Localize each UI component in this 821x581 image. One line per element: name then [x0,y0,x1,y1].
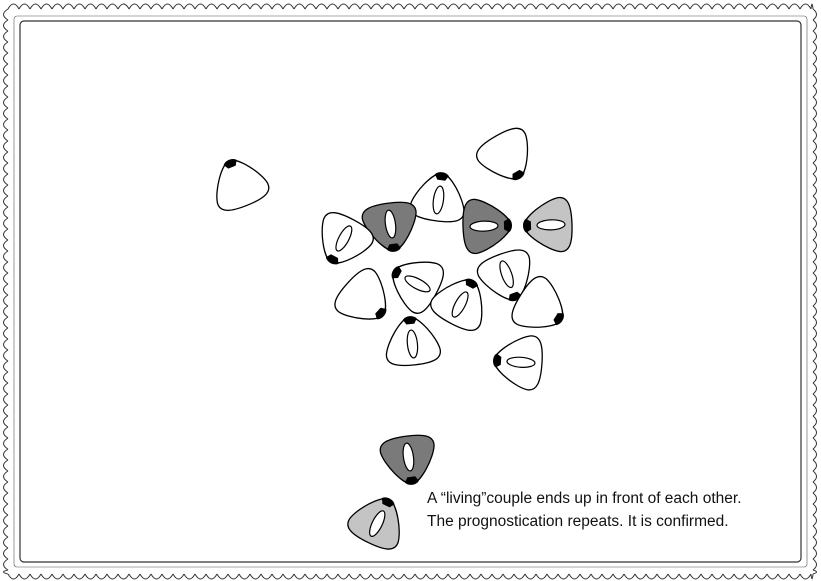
caption-line-1: A “living”couple ends up in front of eac… [427,490,742,507]
seed-10 [329,263,402,336]
seed-1 [204,150,273,216]
seed-5 [462,198,513,254]
seed-15 [379,432,439,488]
seed-slit [537,219,565,230]
seed-body [329,263,401,335]
seed-3 [409,168,469,224]
caption-line-2: The prognostication repeats. It is confi… [427,513,729,530]
seed-body [472,123,543,192]
seed-16 [344,487,414,555]
seed-slit [470,221,498,232]
seed-6 [522,197,573,253]
seed-4 [361,199,421,255]
seed-body [204,151,272,216]
seed-14 [491,333,544,390]
seed-13 [383,313,442,367]
seed-2 [472,123,543,193]
